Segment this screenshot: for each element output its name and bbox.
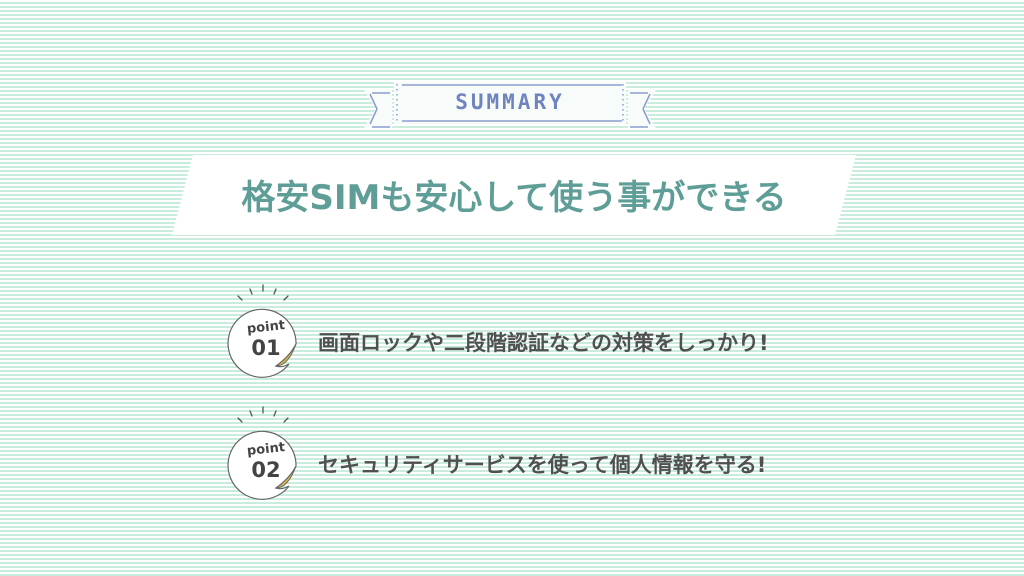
sticker-badge-icon — [227, 406, 297, 500]
point-text: セキュリティサービスを使って個人情報を守る! — [318, 453, 767, 477]
summary-ribbon: SUMMARY — [364, 82, 656, 132]
point-badge: point 01 — [226, 282, 306, 392]
badge-number: 02 — [251, 458, 281, 482]
sticker-badge-icon — [227, 284, 297, 378]
point-item-01: point 01 画面ロックや二段階認証などの対策をしっかり! — [226, 282, 926, 392]
badge-number: 01 — [251, 336, 281, 360]
summary-label: SUMMARY — [455, 90, 565, 114]
point-item-02: point 02 セキュリティサービスを使って個人情報を守る! — [226, 404, 926, 514]
point-text: 画面ロックや二段階認証などの対策をしっかり! — [318, 331, 769, 355]
point-badge: point 02 — [226, 404, 306, 514]
ribbon-icon — [364, 82, 656, 128]
page-title: 格安SIMも安心して使う事ができる — [241, 178, 787, 218]
